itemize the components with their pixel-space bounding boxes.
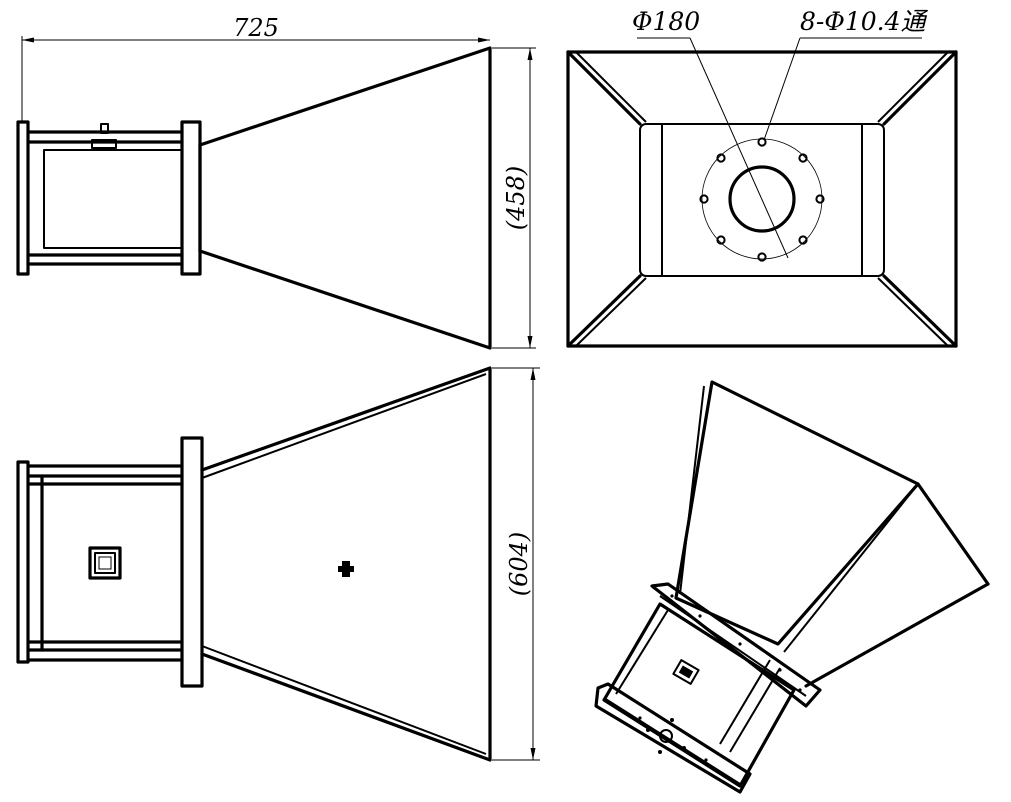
- dimension-width-label: (604): [505, 532, 533, 597]
- horn-isometric-view: [594, 380, 990, 794]
- horn-end-view: Φ180 8-Φ10.4通: [566, 7, 958, 348]
- horn-front-view: 725 (458): [16, 14, 536, 350]
- horn-top-view: (604): [16, 366, 540, 762]
- dimension-height: (458): [492, 47, 536, 349]
- dimension-height-label: (458): [502, 166, 530, 231]
- dimension-length: 725: [21, 14, 490, 122]
- bolt-circle-label: Φ180: [632, 7, 700, 36]
- dimension-width: (604): [492, 367, 540, 761]
- holes-label: 8-Φ10.4通: [800, 7, 929, 36]
- dimension-length-label: 725: [233, 14, 279, 42]
